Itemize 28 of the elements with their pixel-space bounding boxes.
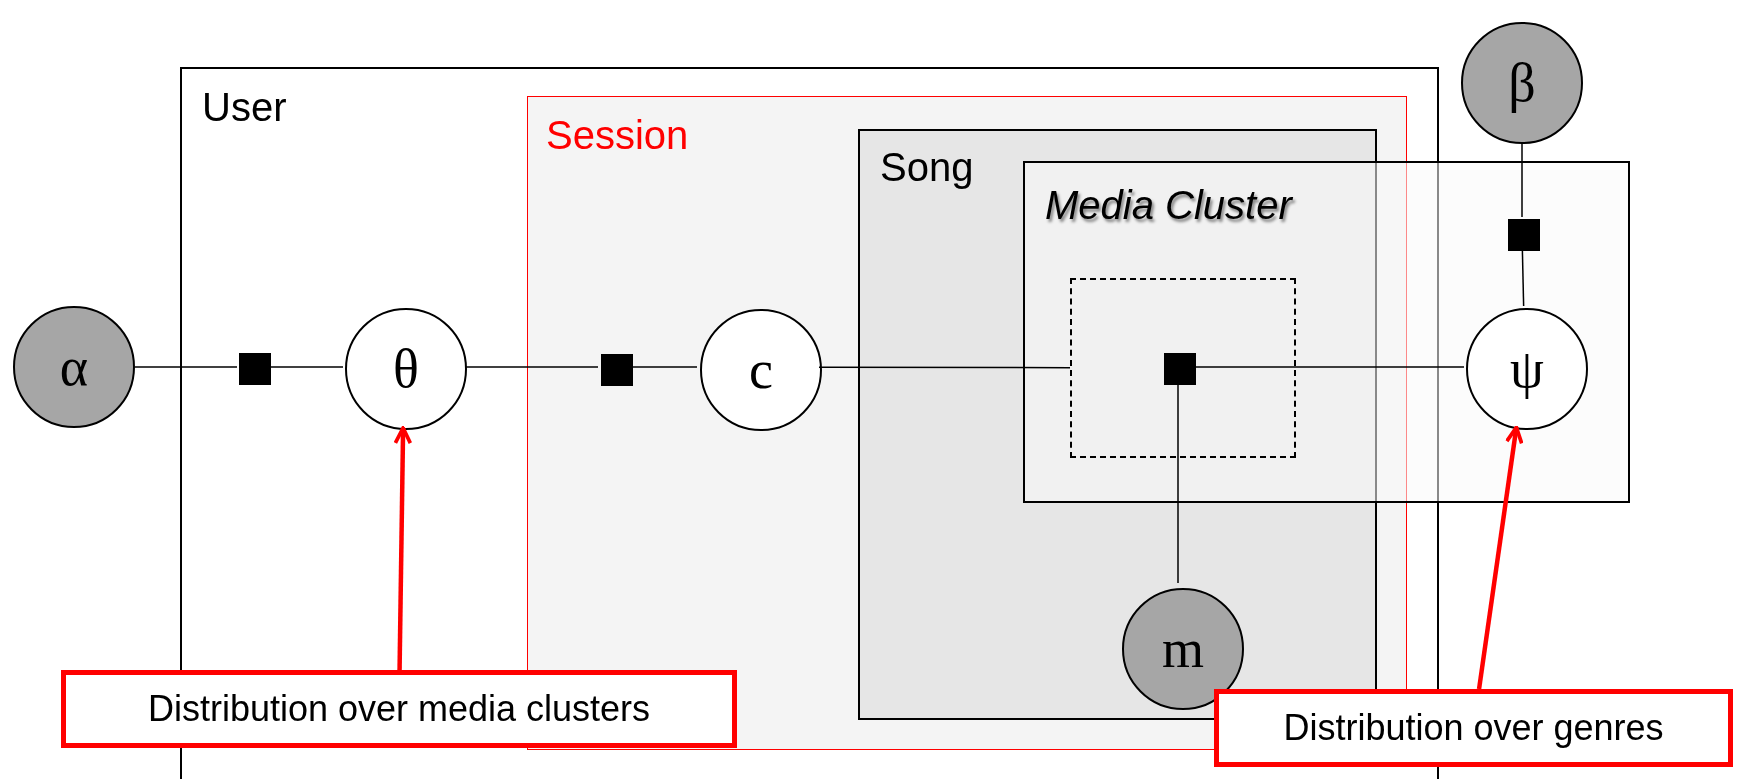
connector-line — [1177, 382, 1179, 584]
callout-box — [61, 670, 737, 748]
plate-title: User — [202, 87, 287, 127]
factor-square — [601, 354, 633, 386]
connector-line — [1521, 248, 1525, 307]
callout-text: Distribution over media clusters — [147, 687, 651, 731]
variable-symbol: c — [749, 343, 773, 397]
dashed-box — [1070, 278, 1296, 458]
connector-line — [1521, 143, 1523, 218]
connector-line — [268, 366, 344, 368]
plate-title: Media Cluster — [1045, 185, 1292, 225]
variable-symbol: α — [59, 340, 89, 394]
factor-square — [1508, 219, 1540, 251]
plate-title: Session — [546, 115, 689, 155]
connector-line — [818, 366, 1071, 369]
variable-symbol: θ — [393, 342, 419, 396]
arrow — [393, 426, 413, 671]
variable-symbol: m — [1162, 622, 1204, 676]
connector-line — [464, 366, 599, 368]
callout-text: Distribution over genres — [1283, 706, 1664, 750]
factor-square — [239, 353, 271, 385]
factor-square — [1164, 353, 1196, 385]
callout-box — [1214, 689, 1733, 767]
plate-box — [1023, 161, 1630, 503]
connector-line — [1193, 366, 1465, 368]
plate-title: Song — [880, 147, 974, 187]
connector-line — [134, 366, 238, 368]
arrow — [1476, 425, 1524, 690]
